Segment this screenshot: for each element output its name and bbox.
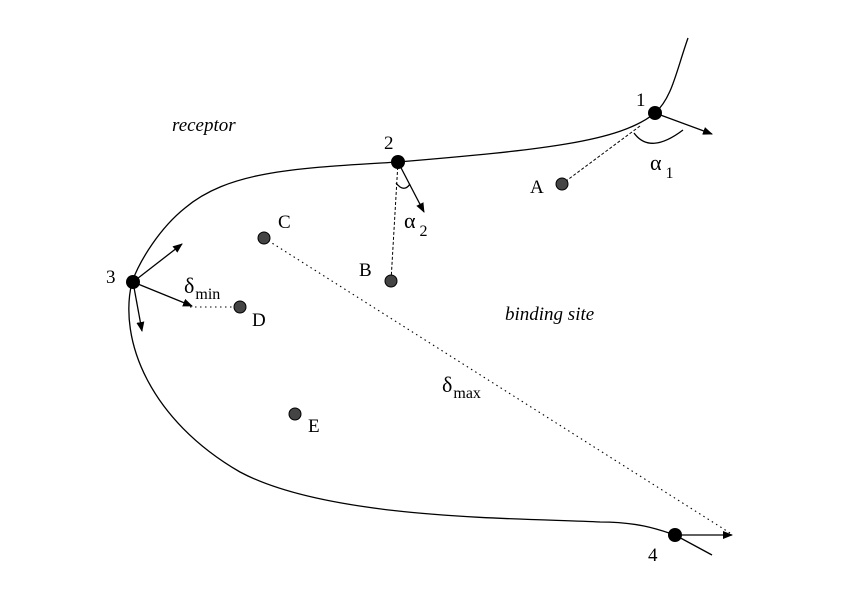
delta-max-subscript: max [453,385,481,402]
alpha1-subscript: 1 [666,165,674,182]
delta-max-symbol: δ [442,372,452,397]
arrow-2 [397,161,425,213]
site-label-3: 3 [106,267,116,288]
alpha2-subscript: 2 [420,223,428,240]
arrow-3-down [132,281,145,332]
ligand-point-B [384,274,398,288]
site-label-4: 4 [648,545,658,566]
receptor-label: receptor [172,115,236,136]
delta-max-label: δmax [442,372,481,402]
point-label-B: B [359,260,372,281]
ligand-point-E [288,407,302,421]
connector-2-B [390,161,399,282]
arrow-3-up [132,243,183,283]
delta-min-label: δmin [184,273,220,303]
delta-min-symbol: δ [184,273,194,298]
delta-min-subscript: min [195,286,220,303]
site-label-1: 1 [636,90,646,111]
ligand-point-A [555,177,569,191]
point-label-A: A [530,177,544,198]
alpha2-symbol: α [404,208,416,233]
ligand-point-C [257,231,271,245]
site-label-2: 2 [384,133,394,154]
angle-arc-alpha1 [633,129,684,144]
receptor-site-1 [648,106,662,120]
point-label-D: D [252,310,266,331]
receptor-boundary [128,37,713,556]
binding-site-label: binding site [505,304,594,325]
delta-max-line [263,237,731,534]
ligand-point-D [233,300,247,314]
angle-arc-alpha2 [395,182,411,189]
arrow-1 [654,112,713,135]
point-label-E: E [308,416,320,437]
receptor-site-2 [391,155,405,169]
connector-1-A [561,125,641,185]
receptor-site-3 [126,275,140,289]
arrow-3-right [132,281,193,307]
receptor-site-4 [668,528,682,542]
point-label-C: C [278,212,291,233]
alpha1-symbol: α [650,150,662,175]
